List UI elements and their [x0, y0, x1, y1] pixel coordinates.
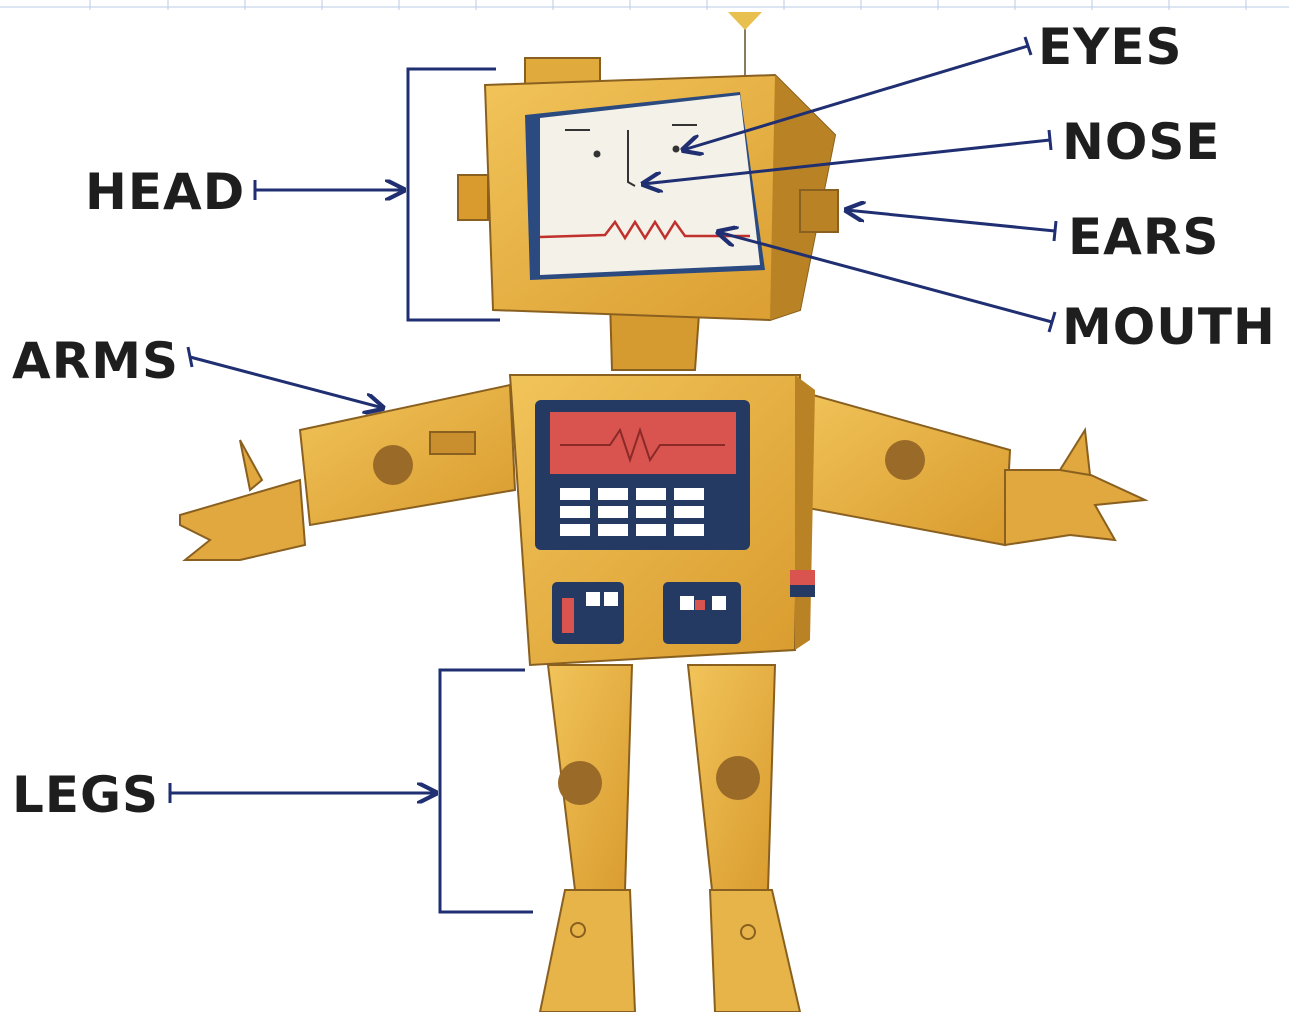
- arms-label: ARMS: [12, 336, 179, 386]
- legs-label: LEGS: [12, 770, 159, 820]
- nose-label: NOSE: [1062, 117, 1221, 167]
- torso: [510, 375, 815, 665]
- head-label: HEAD: [85, 167, 245, 217]
- ears-pointer: [846, 210, 1055, 231]
- ears-label: EARS: [1068, 212, 1219, 262]
- arms-pointer: [190, 357, 383, 408]
- legs: [540, 665, 800, 1012]
- top-grid: [0, 0, 1289, 10]
- robot: [180, 12, 1145, 1012]
- eyes-label: EYES: [1038, 22, 1183, 72]
- head: [458, 58, 838, 320]
- legs-bracket: [440, 670, 533, 912]
- mouth-label: MOUTH: [1062, 302, 1276, 352]
- antenna: [728, 12, 762, 80]
